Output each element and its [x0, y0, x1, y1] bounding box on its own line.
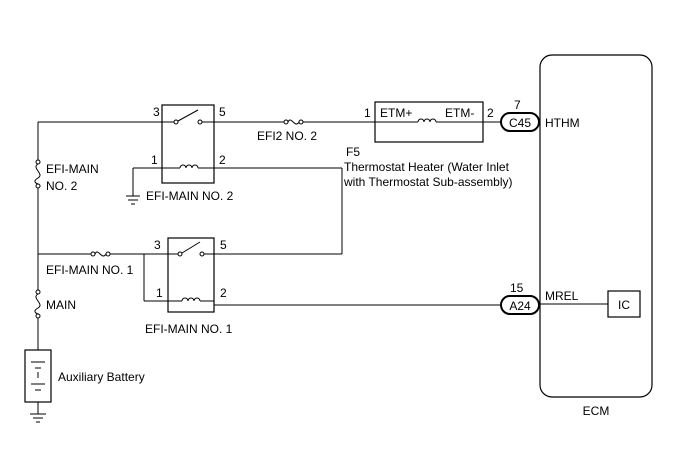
heater-pin1: 1	[364, 106, 371, 120]
c45-code: C45	[509, 116, 531, 130]
relay2-label: EFI-MAIN NO. 2	[146, 189, 234, 203]
fuse-main	[34, 289, 41, 319]
relay2-coil-return-wire	[214, 167, 343, 255]
a24-pin: 15	[510, 281, 524, 295]
relay1-label: EFI-MAIN NO. 1	[145, 322, 233, 336]
heater-pin2: 2	[487, 106, 494, 120]
relay-efi-main-no1	[167, 237, 215, 313]
ecm-box	[539, 54, 653, 398]
fuse-efi-main-no2-label-2: NO. 2	[46, 179, 78, 193]
a24-signal: MREL	[545, 289, 579, 303]
heater-etm-plus: ETM+	[380, 106, 412, 120]
fuse-efi2-no2-label: EFI2 NO. 2	[257, 129, 317, 143]
left-bus	[37, 121, 168, 350]
wire-to-heater	[214, 119, 375, 125]
relay1-pin5: 5	[220, 238, 227, 252]
ecm-label: ECM	[583, 404, 610, 418]
relay2-pin1: 1	[151, 153, 158, 167]
c45-pin: 7	[514, 98, 521, 112]
relay1-coil-feed	[143, 254, 168, 302]
relay2-ground	[126, 167, 162, 205]
relay2-pin2: 2	[219, 153, 226, 167]
connector-a24	[500, 295, 540, 315]
a24-code: A24	[509, 299, 531, 313]
ic-label: IC	[618, 298, 630, 312]
relay1-pin1: 1	[156, 286, 163, 300]
fuse-efi-main-no1	[90, 251, 111, 257]
relay-efi-main-no2	[161, 104, 215, 184]
fuse-efi-main-no2	[34, 159, 41, 189]
heater-etm-minus: ETM-	[445, 106, 474, 120]
battery-label: Auxiliary Battery	[58, 370, 145, 384]
fuse-main-label: MAIN	[46, 298, 76, 312]
fuse-efi-main-no2-label-1: EFI-MAIN	[46, 162, 99, 176]
fuse-efi-main-no1-label: EFI-MAIN NO. 1	[46, 263, 134, 277]
relay2-pin3: 3	[153, 105, 160, 119]
relay1-pin2: 2	[220, 286, 227, 300]
c45-signal: HTHM	[545, 116, 580, 130]
heater-code: F5	[346, 145, 360, 159]
connector-c45	[500, 112, 540, 132]
auxiliary-battery	[24, 349, 52, 423]
heater-name-1: Thermostat Heater (Water Inlet	[344, 160, 510, 174]
relay1-pin3: 3	[154, 238, 161, 252]
heater-name-2: with Thermostat Sub-assembly)	[343, 175, 513, 189]
relay2-pin5: 5	[219, 105, 226, 119]
thermostat-heater	[374, 101, 484, 143]
